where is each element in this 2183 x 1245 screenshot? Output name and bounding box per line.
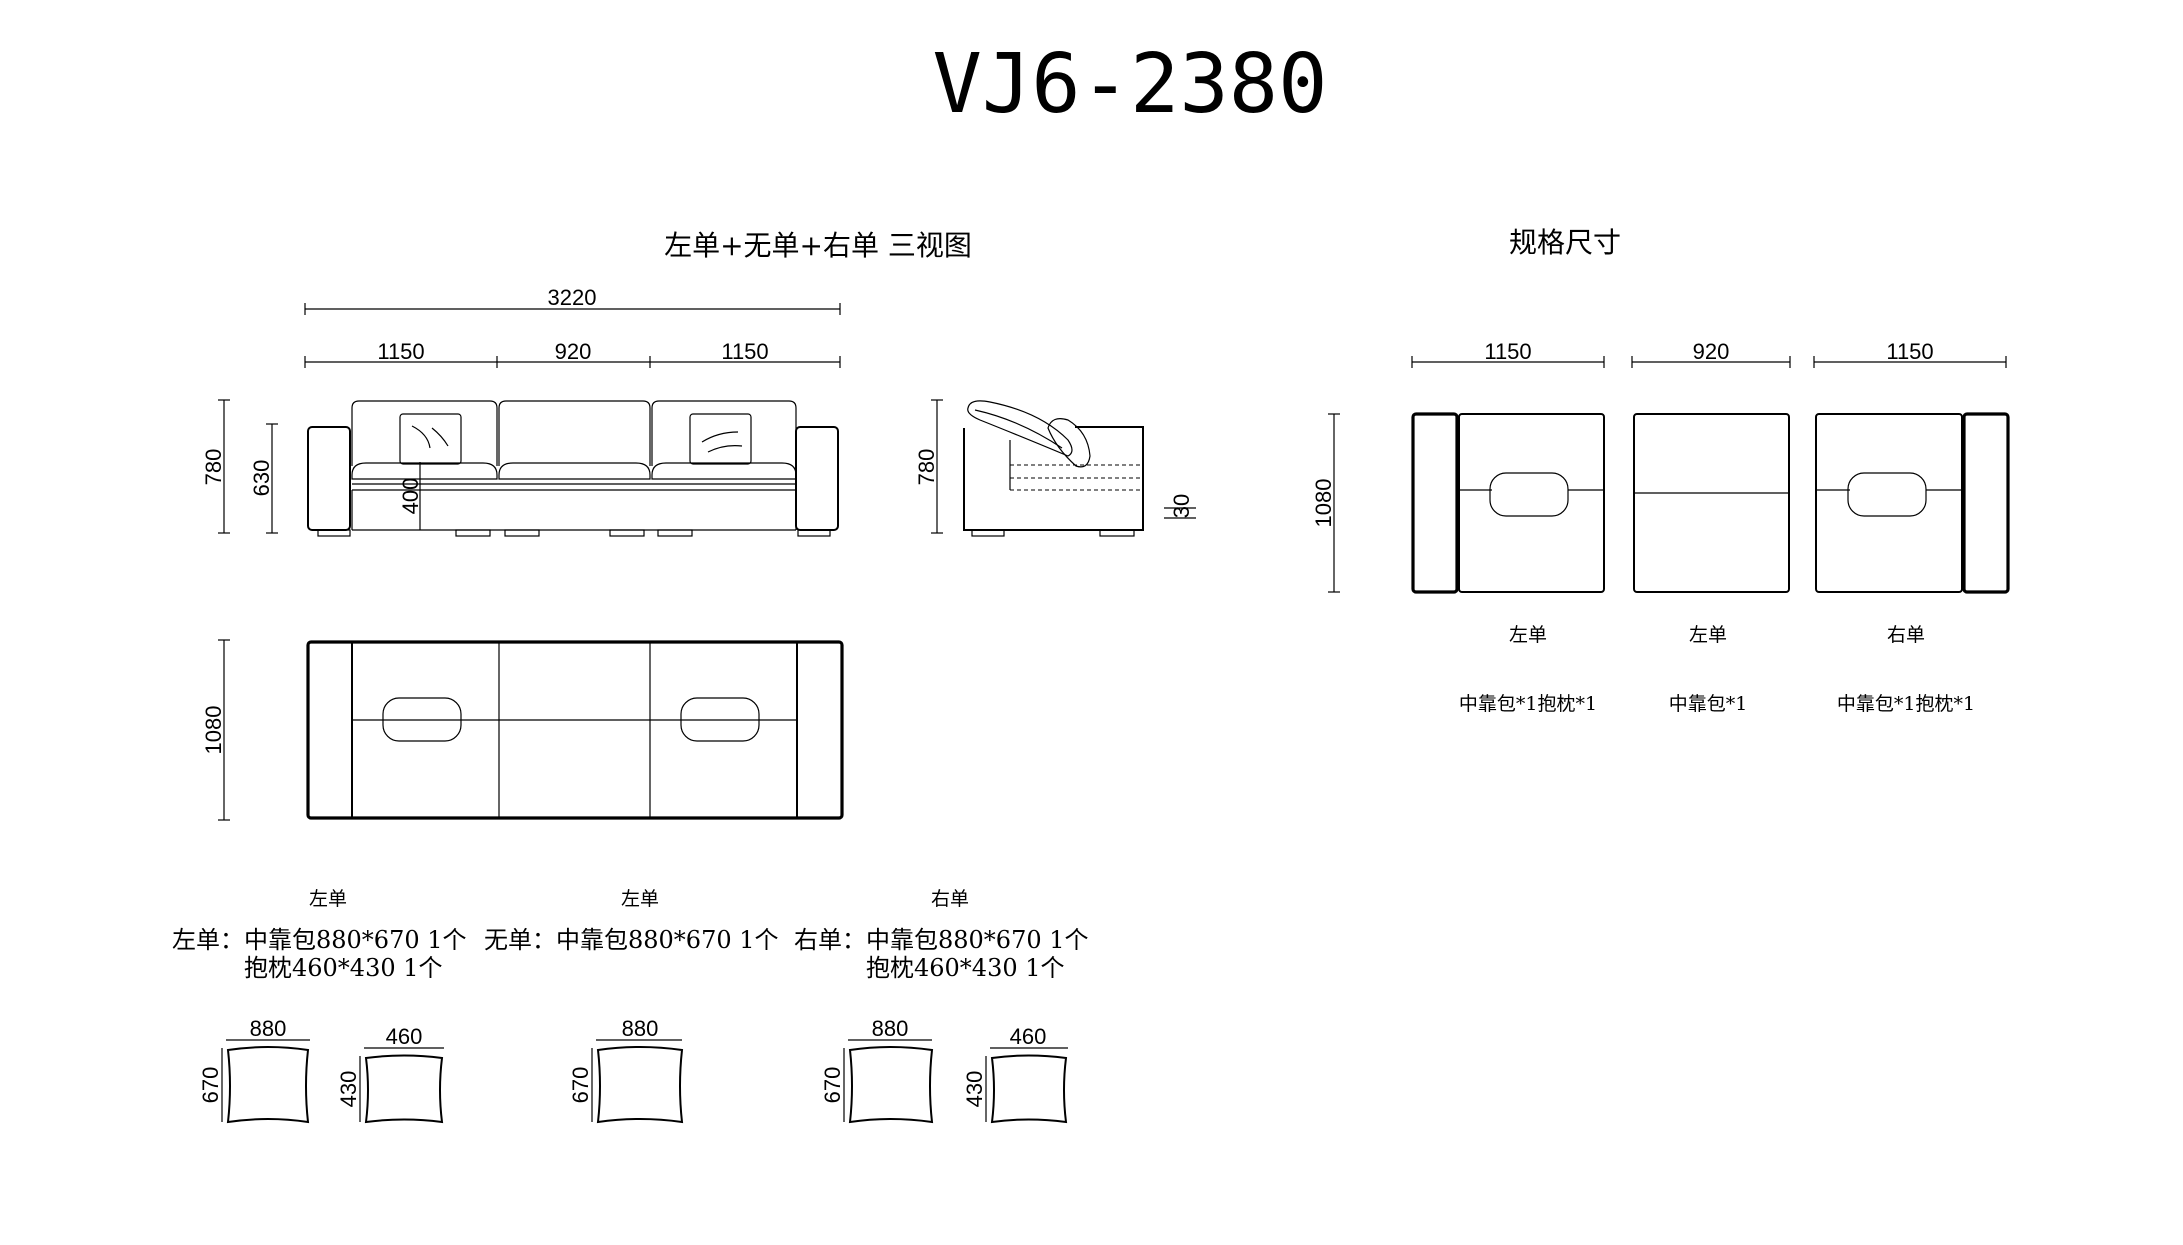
parts-right-line1: 右单：中靠包880*670 1个 [794, 926, 1089, 954]
dim-left-pillow-h: 430 [336, 1071, 361, 1108]
right-heading: 规格尺寸 [1509, 226, 1621, 259]
dim-left-back-h: 670 [198, 1067, 223, 1104]
dim-right-pillow-w: 460 [1010, 1024, 1047, 1049]
parts-right-header: 右单 [931, 888, 969, 910]
module-specs: 1150 920 1150 1080 左单 左单 右单 中靠包*1抱枕*1 中靠… [1311, 339, 2010, 715]
dim-side-height: 780 [914, 449, 939, 486]
parts-left-line1: 左单：中靠包880*670 1个 [172, 926, 467, 954]
dim-right-pillow-h: 430 [962, 1071, 987, 1108]
parts-lists: 左单 左单：中靠包880*670 1个 抱枕460*430 1个 左单 无单：中… [172, 888, 1089, 982]
dim-module-middle-width: 920 [1693, 339, 1730, 364]
dim-seat-height: 400 [398, 478, 423, 515]
module-middle-label: 左单 [1689, 624, 1727, 646]
dim-back-height: 630 [249, 460, 274, 497]
left-heading: 左单+无单+右单 三视图 [664, 229, 972, 262]
dim-top-depth: 1080 [201, 706, 226, 755]
dim-mid-back-h: 670 [568, 1067, 593, 1104]
dim-seg-left: 1150 [377, 339, 424, 364]
cushion-sizes: 880 670 460 430 880 670 880 670 460 430 [198, 1016, 1068, 1124]
dim-module-right-width: 1150 [1886, 339, 1933, 364]
dim-left-pillow-w: 460 [386, 1024, 423, 1049]
module-middle-contents: 中靠包*1 [1669, 693, 1748, 715]
module-left-label: 左单 [1509, 624, 1547, 646]
module-right-label: 右单 [1887, 624, 1925, 646]
dim-right-back-w: 880 [872, 1016, 909, 1041]
dim-front-height: 780 [201, 449, 226, 486]
dim-mid-back-w: 880 [622, 1016, 659, 1041]
side-view: 780 30 [914, 399, 1196, 537]
dim-right-back-h: 670 [820, 1067, 845, 1104]
module-right-contents: 中靠包*1抱枕*1 [1837, 693, 1975, 715]
dim-seg-right: 1150 [721, 339, 768, 364]
dim-module-depth: 1080 [1311, 479, 1336, 528]
parts-right-line2: 抱枕460*430 1个 [866, 954, 1065, 982]
dim-overall-width: 3220 [548, 285, 597, 310]
page-title: VJ6-2380 [933, 37, 1328, 132]
parts-left-header: 左单 [309, 888, 347, 910]
dim-seg-mid: 920 [555, 339, 592, 364]
module-left-contents: 中靠包*1抱枕*1 [1459, 693, 1597, 715]
dim-cushion: 30 [1169, 494, 1194, 518]
parts-middle-line1: 无单：中靠包880*670 1个 [484, 926, 779, 954]
top-view: 1080 [201, 639, 844, 821]
front-view: 3220 1150 920 1150 780 630 400 [201, 285, 841, 537]
dim-left-back-w: 880 [250, 1016, 287, 1041]
dim-module-left-width: 1150 [1484, 339, 1531, 364]
parts-middle-header: 左单 [621, 888, 659, 910]
parts-left-line2: 抱枕460*430 1个 [244, 954, 443, 982]
